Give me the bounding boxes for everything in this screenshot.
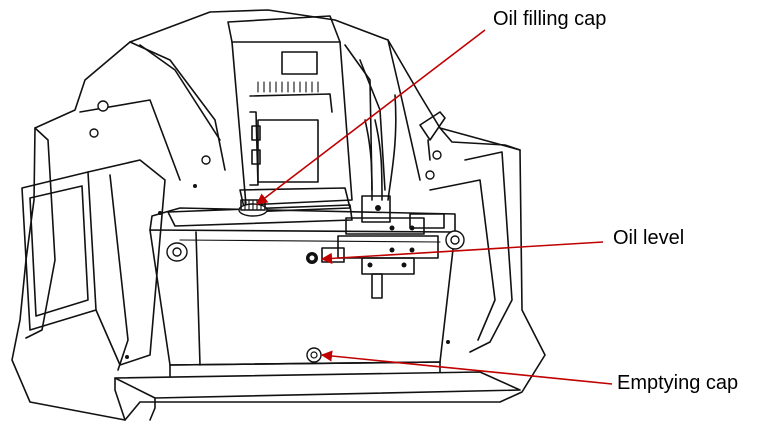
left-side-panel (21, 159, 166, 371)
arrow-oil-filling-cap (256, 29, 486, 205)
emptying-cap (306, 347, 322, 363)
hoses (364, 94, 446, 201)
housing-bolts (89, 100, 450, 359)
arrow-emptying-cap (320, 350, 613, 385)
tank-top-plate (166, 204, 465, 262)
label-emptying-cap: Emptying cap (617, 372, 739, 394)
oil-tank (149, 207, 456, 366)
callout-arrows (256, 29, 613, 385)
base-frame (114, 361, 521, 421)
oil-filling-cap (238, 199, 268, 217)
motor (227, 15, 386, 213)
label-oil-filling-cap: Oil filling cap (493, 8, 607, 30)
oil-level-indicator (306, 252, 318, 264)
label-oil-level: Oil level (613, 227, 685, 249)
arrow-oil-level (320, 241, 604, 264)
outer-housing (11, 9, 546, 421)
valve-block (321, 195, 445, 299)
